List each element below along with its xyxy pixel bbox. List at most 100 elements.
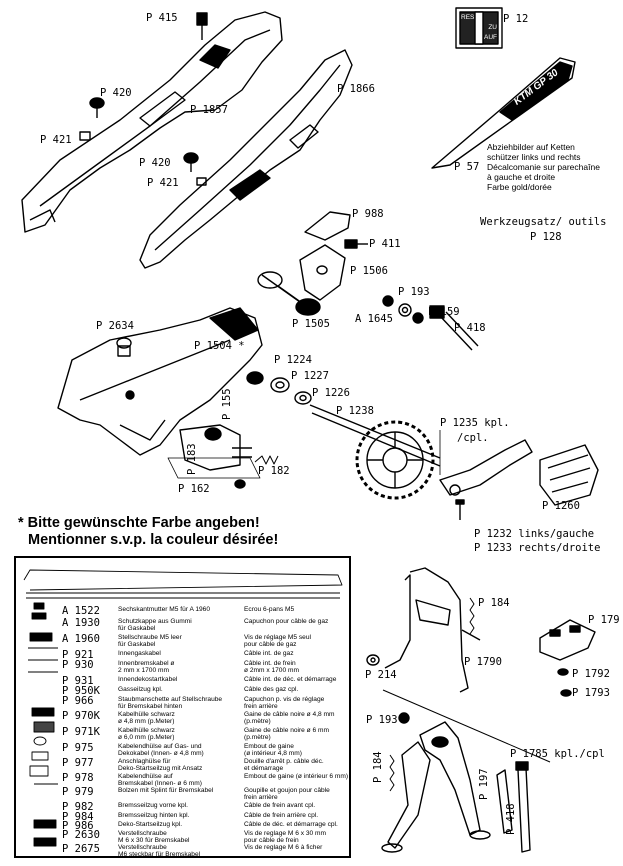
label-p1235-cpl: /cpl.: [457, 432, 489, 444]
label-p159: P 159: [428, 306, 460, 318]
label-p1857: P 1857: [190, 104, 228, 116]
label-p183: P 183: [186, 443, 198, 475]
part-desc-fr: Câble de déc. et démarrage cpl.: [244, 821, 338, 828]
label-p988: P 988: [352, 208, 384, 220]
part-desc-de: Schutzkappe aus Gummi für Gaskabel: [118, 618, 192, 632]
part-number: P 950K: [62, 685, 100, 697]
part-desc-fr: Câble des gaz cpl.: [244, 686, 299, 693]
pad-p179: [539, 619, 596, 661]
screw-p415: [196, 12, 208, 40]
part-desc-fr: Gaine de câble noire ø 4,8 mm (p.mètre): [244, 711, 335, 725]
chain-guard-left: [21, 11, 283, 233]
decal-note: Abziehbilder auf Ketten schützer links u…: [487, 142, 600, 192]
bolt-p1792: [557, 668, 569, 676]
parts-row: A 1960 Stellschraube M5 leer für Gaskabel…: [16, 633, 351, 648]
part-desc-fr: Vis de réglage M5 seul pour câble de gaz: [244, 634, 311, 648]
washer-p159: [412, 312, 424, 324]
label-p418-upper: P 418: [454, 322, 486, 334]
label-p193-lower: P 193: [366, 714, 398, 726]
bolt-p418-upper: [429, 305, 479, 351]
label-p1866: P 1866: [337, 83, 375, 95]
part-desc-de: Gasseilzug kpl.: [118, 686, 163, 693]
part-desc-de: Kabelendhülse auf Gas- und Dekokabel (In…: [118, 743, 204, 757]
part-desc-de: Verstellschraube M6 steckbar für Bremska…: [118, 844, 201, 858]
label-p411: P 411: [369, 238, 401, 250]
label-p184-lower: P 184: [372, 751, 384, 783]
part-desc-de: Stellschraube M5 leer für Gaskabel: [118, 634, 182, 648]
spring-p184-upper: [469, 597, 475, 635]
washer-p193-upper: [382, 295, 394, 307]
tools-line2: P 128: [530, 231, 562, 243]
part-desc-fr: Câble de frein avant cpl.: [244, 802, 316, 809]
label-a1645: A 1645: [355, 313, 393, 325]
part-desc-fr: Goupille et goujon pour câble frein arri…: [244, 787, 330, 801]
part-number: P 966: [62, 695, 94, 707]
part-desc-fr: Câble int. de gaz: [244, 650, 294, 657]
crank-pin: [455, 499, 465, 520]
bracket-outline-p162: [167, 457, 261, 479]
part-number: P 979: [62, 786, 94, 798]
part-desc-de: Deko-Startseilzug kpl.: [118, 821, 183, 828]
label-p1224: P 1224: [274, 354, 312, 366]
tools-line1: Werkzeugsatz/ outils: [480, 216, 607, 228]
part-number: A 1960: [62, 633, 100, 645]
label-p1227: P 1227: [291, 370, 329, 382]
ring-p1227: [270, 377, 290, 393]
part-number: A 1930: [62, 617, 100, 629]
label-p420-upper: P 420: [100, 87, 132, 99]
part-desc-de: Verstellschraube M 6 x 30 für Bremskabel: [118, 830, 190, 844]
sprocket: [355, 420, 435, 500]
clip-p421-lower: [196, 177, 207, 186]
label-p1226: P 1226: [312, 387, 350, 399]
bracket-p155: [179, 424, 252, 471]
washer-p193-lower: [398, 712, 410, 724]
nut-p214: [366, 654, 380, 666]
label-p1260: P 1260: [542, 500, 580, 512]
sticker-p12: [455, 7, 503, 49]
notice-line-2: Mentionner s.v.p. la couleur désirée!: [28, 532, 279, 548]
stand-p1790: [384, 567, 481, 693]
parts-row: P 950K Gasseilzug kpl. Câble des gaz cpl.: [16, 685, 351, 697]
part-number: P 975: [62, 742, 94, 754]
part-number: P 2630: [62, 829, 100, 841]
part-number: P 978: [62, 772, 94, 784]
crank-arm-p1232: [439, 439, 533, 496]
bracket-p988: [304, 211, 351, 241]
shaft-p1238: [309, 404, 441, 467]
part-number: P 930: [62, 659, 94, 671]
part-desc-fr: Embout de gaine (ø intérieur 6 mm): [244, 773, 349, 780]
part-desc-fr: Vis de reglage M 6 x 30 mm pour câble de…: [244, 830, 326, 844]
label-p155: P 155: [221, 388, 233, 420]
bracket-p1506: [299, 244, 346, 301]
screw-p420-lower: [183, 152, 199, 172]
label-p193-upper: P 193: [398, 286, 430, 298]
label-p1232: P 1232 links/gauche: [474, 528, 595, 540]
sticker-top-text: RES: [461, 14, 475, 21]
label-p1785: P 1785 kpl./cpl: [510, 748, 605, 760]
label-p162: P 162: [178, 483, 210, 495]
label-p421-upper: P 421: [40, 134, 72, 146]
bushing-p1224: [246, 371, 264, 385]
part-number: P 982: [62, 801, 94, 813]
label-p197: P 197: [478, 768, 490, 800]
label-p421-lower: P 421: [147, 177, 179, 189]
part-desc-de: Sechskantmutter M5 für A 1960: [118, 606, 210, 613]
part-desc-fr: Capuchon p. vis de réglage frein arrière: [244, 696, 325, 710]
label-p182: P 182: [258, 465, 290, 477]
part-desc-de: Anschlaghülse für Deko-Startseilzug mit …: [118, 758, 203, 772]
label-p12: P 12: [503, 13, 529, 25]
label-p214: P 214: [365, 669, 397, 681]
part-desc-de: Bolzen mit Splint für Bremskabel: [118, 787, 214, 794]
label-p184-upper: P 184: [478, 597, 510, 609]
sticker-mid-text: ZU: [488, 24, 497, 31]
part-desc-fr: Embout de gaine (ø intérieur 4,8 mm): [244, 743, 302, 757]
part-desc-de: Bremsseilzug hinten kpl.: [118, 812, 190, 819]
